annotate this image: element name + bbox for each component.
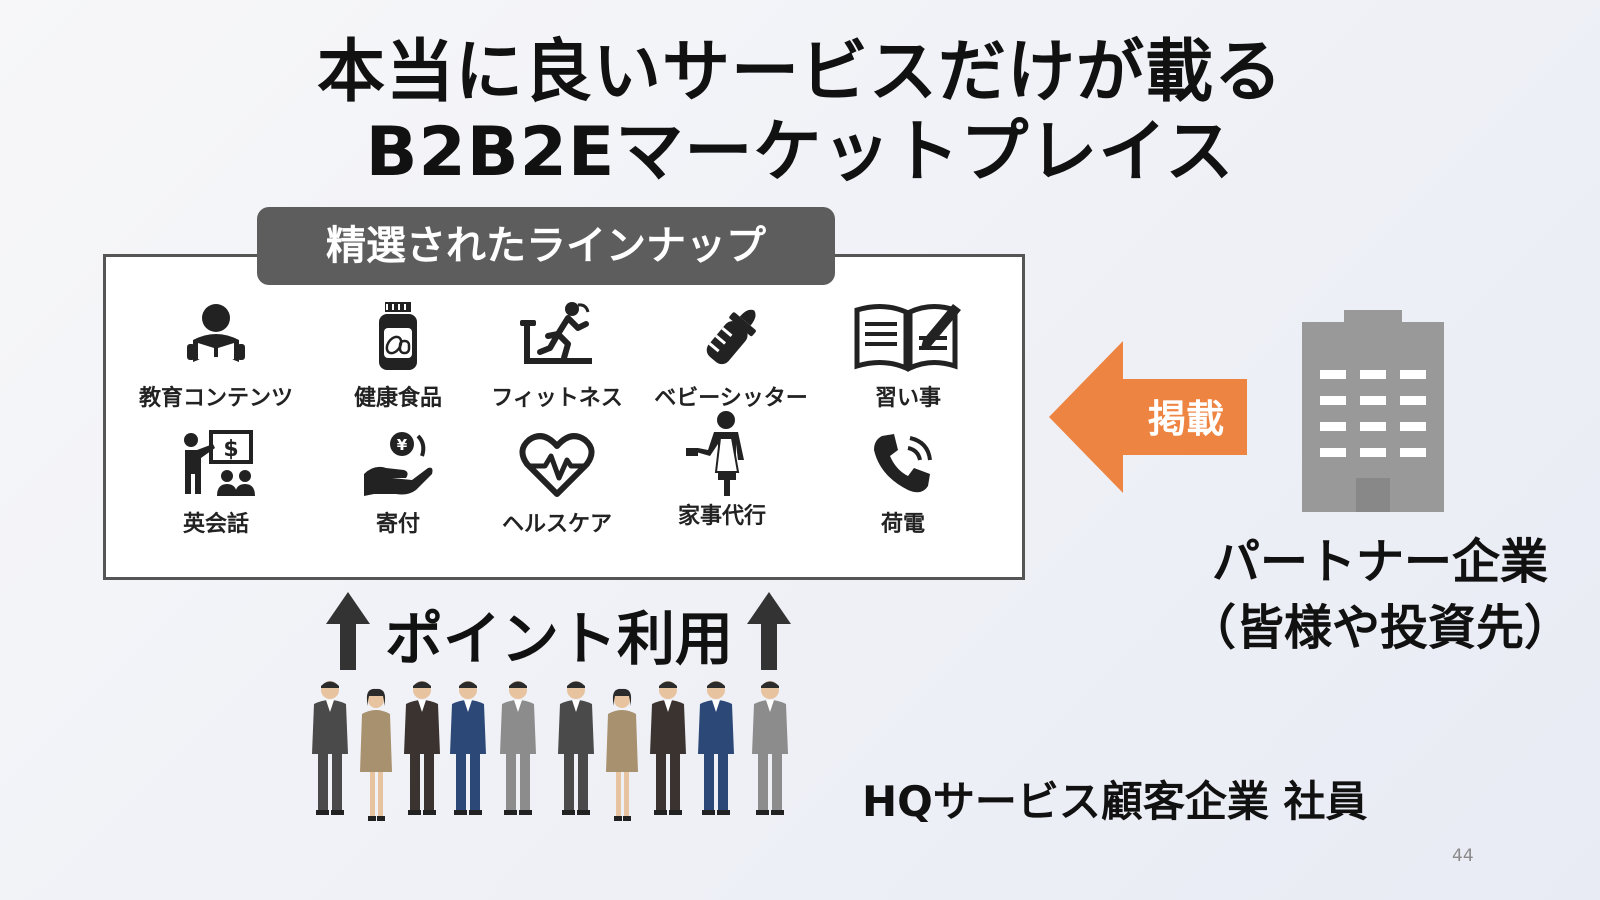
partner-title: パートナー企業 <box>1211 534 1548 590</box>
lineup-item-label: 健康食品 <box>353 386 442 411</box>
lineup-item-label: 荷電 <box>880 512 925 537</box>
housekeeper-icon <box>686 411 744 496</box>
listing-arrow <box>1049 341 1247 493</box>
teacher-class-icon: $ <box>184 430 255 496</box>
lineup-item-label: 英会話 <box>182 512 249 537</box>
point-usage-label: ポイント利用 <box>385 605 734 673</box>
lineup-item-lessons: 習い事 <box>823 300 993 412</box>
phone-call-icon <box>874 434 932 493</box>
lineup-item-label: 教育コンテンツ <box>138 386 293 411</box>
lineup-item-label: 家事代行 <box>677 504 766 529</box>
up-arrow-right-icon <box>747 592 791 670</box>
baby-bottle-icon <box>706 309 756 365</box>
donation-hand-icon: ¥ <box>364 432 433 496</box>
lineup-item-english: $ 英会話 <box>131 430 301 538</box>
lineup-header: 精選されたラインナップ <box>257 207 835 285</box>
building-icon <box>1302 310 1444 512</box>
partner-subtitle: （皆様や投資先） <box>1187 600 1572 656</box>
lineup-item-label: 寄付 <box>375 512 420 537</box>
heartbeat-icon <box>519 433 595 497</box>
lineup-item-education: 教育コンテンツ <box>131 300 301 412</box>
title-line-1: 本当に良いサービスだけが載る <box>316 33 1283 112</box>
lineup-item-label: ヘルスケア <box>501 512 612 537</box>
lineup-item-label: フィットネス <box>491 386 623 411</box>
lineup-item-donation: ¥ 寄付 <box>313 430 483 538</box>
up-arrow-left-icon <box>326 592 370 670</box>
employees-label: HQサービス顧客企業 社員 <box>862 777 1368 826</box>
supplement-bottle-icon <box>379 302 417 370</box>
lineup-item-phone: 荷電 <box>818 430 988 538</box>
reader-icon <box>187 304 245 364</box>
book-pen-icon <box>854 304 961 372</box>
listing-arrow-label: 掲載 <box>1147 397 1224 441</box>
lineup-item-label: 習い事 <box>874 386 941 411</box>
title-line-2: B2B2Eマーケットプレイス <box>365 113 1235 192</box>
lineup-item-label: ベビーシッター <box>654 386 808 411</box>
svg-text:¥: ¥ <box>397 436 408 454</box>
lineup-item-health-food: 健康食品 <box>313 300 483 412</box>
page-number: 44 <box>1452 846 1474 866</box>
lineup-item-babysitter: ベビーシッター <box>646 300 816 412</box>
business-people-icon <box>312 681 788 821</box>
lineup-item-fitness: フィットネス <box>472 300 642 412</box>
lineup-item-healthcare: ヘルスケア <box>472 430 642 538</box>
svg-text:$: $ <box>223 437 238 462</box>
lineup-item-housekeeping: 家事代行 <box>637 410 807 530</box>
treadmill-runner-icon <box>520 302 592 364</box>
